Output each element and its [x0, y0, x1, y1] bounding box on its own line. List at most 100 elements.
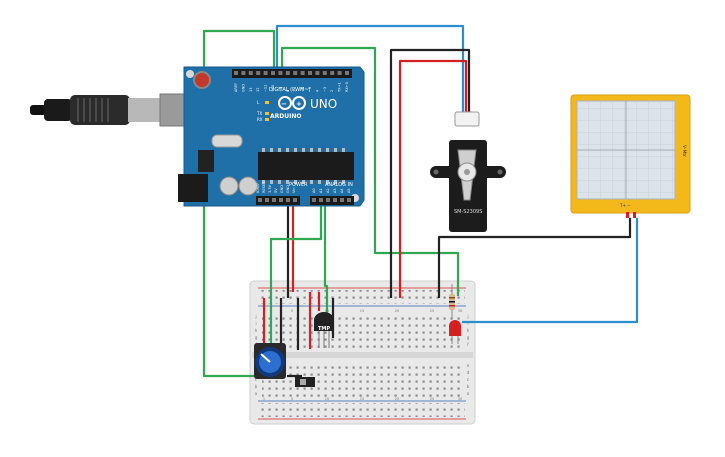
svg-text:−: −: [281, 100, 287, 108]
pin-label: A2: [326, 188, 330, 193]
column-number: 5: [291, 309, 293, 313]
pin-label: ~11: [264, 85, 268, 92]
column-number: 20: [395, 309, 399, 313]
arduino-model-text: UNO: [310, 97, 337, 111]
column-number: 10: [325, 397, 329, 401]
servo-shaft-screw: [464, 169, 470, 175]
switch-slider[interactable]: [300, 379, 306, 385]
pin-label: 12: [256, 88, 260, 92]
wire-pot-wiper-to-d11[interactable]: [202, 29, 276, 378]
row-letter: i: [255, 321, 256, 326]
pin-label: ~10: [271, 85, 275, 92]
row-letter: f: [467, 342, 469, 347]
wire-d9-to-resistor[interactable]: [280, 46, 460, 296]
arduino-uno-board: − + ARDUINO UNO DIGITAL (PWM~) POWER ANA…: [178, 66, 365, 207]
analog-pin-header: [310, 196, 354, 205]
multimeter-terminal-negative[interactable]: [633, 212, 636, 218]
potentiometer: [254, 343, 286, 379]
pin-label: ~3: [323, 87, 327, 92]
servo-mount-hole: [497, 169, 503, 175]
row-letter: d: [467, 370, 470, 375]
row-letter: c: [255, 377, 257, 382]
pin-label: GND: [241, 84, 245, 92]
usb-metal-connector: [128, 98, 162, 122]
reset-button[interactable]: [193, 71, 211, 89]
pin-label: 13: [249, 88, 253, 92]
servo-connector: [454, 111, 480, 127]
row-letter: j: [254, 314, 256, 319]
row-letter: h: [255, 328, 258, 333]
pin-label: 8: [286, 90, 290, 92]
breadboard-center-channel: [252, 352, 473, 358]
wire-servo-gnd-to-rail[interactable]: [389, 48, 471, 298]
wire-d10-to-servo-signal[interactable]: [275, 24, 465, 112]
sensor-body: [314, 312, 334, 331]
wire-a0-to-sensor[interactable]: [323, 204, 329, 330]
power-pins-label: POWER: [289, 182, 308, 188]
wire-a1-to-pot[interactable]: [269, 204, 323, 350]
breadboard-top-terminal-strip: [262, 313, 462, 348]
usb-strain-relief: [44, 99, 72, 121]
pin-label: A0: [312, 188, 316, 193]
pin-label: ~6: [301, 87, 305, 92]
column-number: 1: [263, 397, 265, 401]
arduino-logo: − +: [278, 96, 306, 110]
multimeter-terminal-positive[interactable]: [626, 212, 629, 218]
row-letter: i: [467, 321, 468, 326]
column-number: 15: [360, 309, 364, 313]
resistor: [449, 284, 455, 318]
power-pin-header: [256, 196, 300, 205]
usb-plug-body: [70, 95, 130, 125]
breadboard-top-rail-holes: [260, 290, 465, 304]
status-led-label: RX: [257, 117, 263, 122]
temperature-sensor: TMP: [314, 312, 334, 348]
row-letter: a: [255, 391, 258, 396]
pin-label: Vin: [292, 187, 296, 193]
led-red: [449, 320, 461, 344]
usb-cable: [30, 93, 197, 127]
pin-label: RESET: [262, 181, 266, 193]
digital-pins-label: DIGITAL (PWM~): [269, 87, 311, 93]
row-letter: a: [467, 391, 470, 396]
pin-label: GND: [280, 185, 284, 193]
power-jack: [178, 174, 208, 202]
pin-label: 2: [330, 90, 334, 92]
pin-label: A3: [333, 188, 337, 193]
pin-label: 5V: [274, 188, 278, 193]
wire-meter-pos-to-led[interactable]: [462, 218, 639, 324]
breadboard-bottom-rail-holes: [260, 403, 465, 417]
multimeter: V-Mtr T+ −: [570, 94, 691, 218]
column-number: 15: [360, 397, 364, 401]
servo-mount-hole: [433, 169, 439, 175]
arduino-mount-hole: [186, 70, 194, 78]
wire-meter-neg-to-gnd[interactable]: [437, 218, 632, 298]
wire-servo-power-to-rail[interactable]: [398, 59, 468, 298]
row-letter: h: [467, 328, 470, 333]
sensor-label: TMP: [318, 326, 330, 332]
capacitor-2: [238, 176, 258, 196]
usb-cable-end: [30, 105, 46, 115]
multimeter-side-label: V-Mtr: [681, 145, 687, 157]
column-number: 25: [430, 309, 434, 313]
pin-label: RX←0: [345, 82, 349, 92]
row-letter: e: [467, 363, 470, 368]
row-letter: c: [467, 377, 469, 382]
pin-label: 7: [293, 90, 297, 92]
capacitor-1: [219, 176, 239, 196]
row-letter: j: [466, 314, 468, 319]
pin-label: ~5: [308, 87, 312, 92]
column-number: 30: [458, 397, 462, 401]
column-number: 30: [458, 309, 462, 313]
row-letter: g: [467, 335, 470, 340]
slide-switch: [295, 377, 315, 387]
column-number: 25: [430, 397, 434, 401]
multimeter-terminal-label: T+ −: [619, 203, 630, 208]
header-holes: [234, 71, 351, 202]
crystal-oscillator: [211, 134, 243, 148]
analog-pins-label: ANALOG IN: [325, 182, 353, 188]
